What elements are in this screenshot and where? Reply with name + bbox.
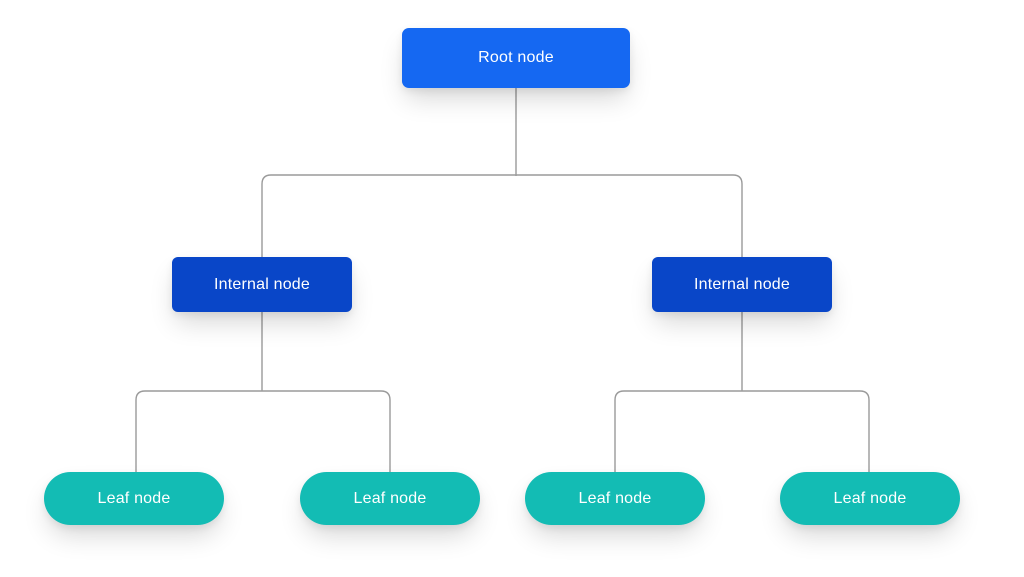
leaf-node-1: Leaf node	[44, 472, 224, 525]
level2-left-branch-line	[135, 390, 391, 472]
root-node-label: Root node	[478, 49, 554, 66]
leaf-node-3-label: Leaf node	[578, 489, 652, 507]
leaf-node-4-label: Leaf node	[833, 489, 907, 507]
level2-right-branch-line	[614, 390, 870, 472]
leaf-node-4: Leaf node	[780, 472, 960, 525]
internal-node-left-label: Internal node	[213, 275, 310, 293]
leaf-node-2: Leaf node	[300, 472, 480, 525]
leaf-node-1-label: Leaf node	[97, 489, 171, 507]
level1-branch-line	[261, 174, 743, 258]
internal-node-right-label: Internal node	[693, 275, 790, 293]
internal-node-left: Internal node	[172, 257, 352, 312]
leaf-node-3: Leaf node	[525, 472, 705, 525]
root-node: Root node	[402, 28, 630, 88]
leaf-node-2-label: Leaf node	[353, 489, 427, 507]
internal-node-right: Internal node	[652, 257, 832, 312]
